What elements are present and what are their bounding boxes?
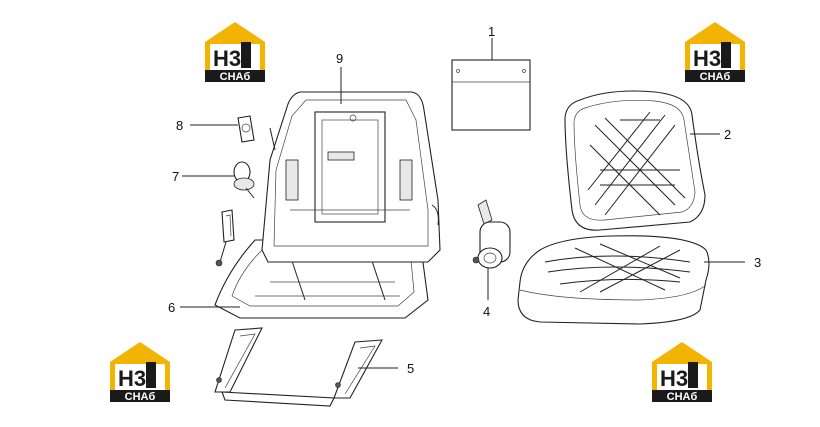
part-2-backrest-cushion [564,90,706,231]
part-9-back-frame [261,91,441,263]
part-4-belt-retractor [472,199,511,269]
logo-top-text: H3 [118,366,146,391]
part-8-bracket [237,115,255,143]
part-3-seat-cushion [517,235,710,325]
logo-bottom-text: CHAб [220,71,251,83]
callout-8: 8 [176,118,183,133]
callout-7: 7 [172,169,179,184]
logo-top-right: H3 CHAб [685,22,745,83]
logo-bottom-text: CHAб [667,391,698,403]
logo-bottom-text: CHAб [700,71,731,83]
logo-top-text: H3 [660,366,688,391]
logo-top-text: H3 [213,46,241,71]
part-7-adjust-knob [233,161,255,199]
callout-2: 2 [724,127,731,142]
logo-top-left: H3 CHAб [205,22,265,83]
callout-6: 6 [168,300,175,315]
part-1-plate [451,59,531,131]
callout-4: 4 [483,304,490,319]
logo-top-text: H3 [693,46,721,71]
callout-1: 1 [488,24,495,39]
callout-5: 5 [407,361,414,376]
callout-9: 9 [336,51,343,66]
part-5-slide-rails [214,327,383,407]
logo-bottom-left: H3 CHAб [110,342,170,403]
logo-bottom-text: CHAб [125,391,156,403]
logo-bottom-right: H3 CHAб [652,342,712,403]
belt-buckle [215,209,235,267]
callout-3: 3 [754,255,761,270]
